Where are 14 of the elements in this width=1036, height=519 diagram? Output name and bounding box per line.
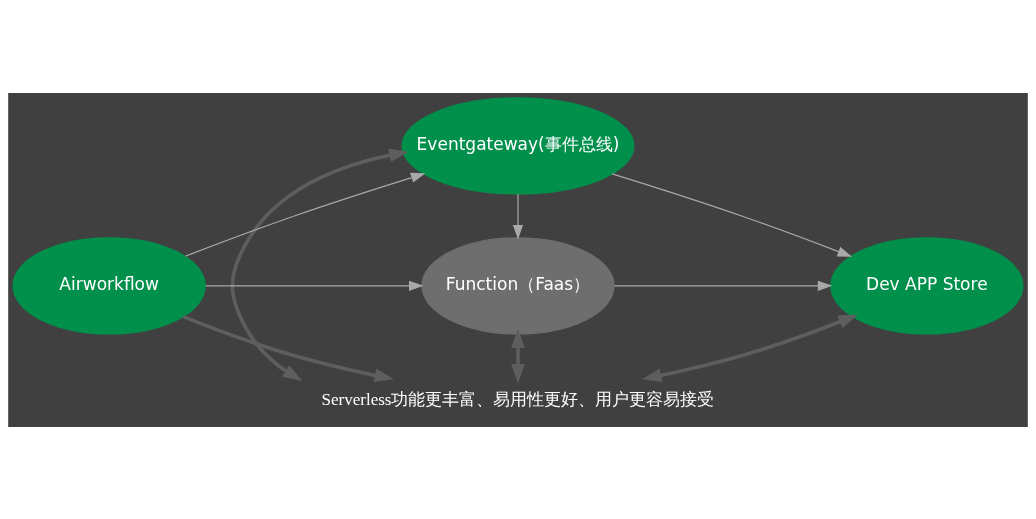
arrow: [511, 328, 525, 383]
arrow: [184, 172, 426, 257]
arrow: [611, 172, 853, 257]
node-ellipse: Function（Faas）: [421, 236, 615, 335]
arrow: [641, 314, 858, 382]
node-ellipse: Airworkflow: [12, 236, 206, 335]
arrow: [230, 148, 409, 381]
arrow: [205, 280, 424, 291]
node-ellipse: Eventgateway(事件总线): [401, 96, 635, 195]
node-text: Serverless功能更丰富、易用性更好、用户更容易接受: [321, 389, 715, 409]
node-ellipse: Dev APP Store: [830, 236, 1024, 335]
arrow: [613, 280, 833, 291]
arrow: [512, 192, 524, 240]
arrow: [182, 314, 395, 382]
